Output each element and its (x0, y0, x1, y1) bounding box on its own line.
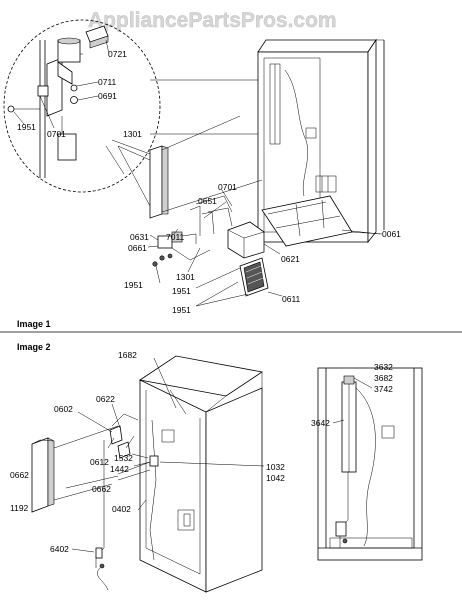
label-1951-mid: 1951 (172, 286, 191, 296)
label-3682: 3682 (374, 373, 393, 383)
detail-inset-circle (3, 19, 161, 193)
part-labels: 0721 0711 0691 1951 0701 1301 0701 0651 … (10, 49, 401, 554)
label-7011: 7011 (166, 232, 185, 242)
label-0701: 0701 (218, 182, 237, 192)
label-0651: 0651 (198, 196, 217, 206)
label-0711: 0711 (98, 77, 117, 87)
refrigerator-back-view (257, 38, 385, 247)
label-0701-inset: 0701 (47, 129, 66, 139)
label-3642: 3642 (311, 418, 330, 428)
watermark-text: AppliancePartsPros.com (88, 9, 337, 32)
label-1301-top: 1301 (123, 129, 142, 139)
label-0602: 0602 (54, 404, 73, 414)
label-0721: 0721 (108, 49, 127, 59)
grille-0611 (239, 257, 269, 297)
inset-assembly (7, 25, 109, 178)
label-1032: 1032 (266, 462, 285, 472)
section-label-image1: Image 1 (17, 319, 51, 329)
label-0622: 0622 (96, 394, 115, 404)
image1-diagram (3, 19, 385, 307)
label-0662-mid: 0662 (92, 484, 111, 494)
label-1042: 1042 (266, 473, 285, 483)
label-0691: 0691 (98, 91, 117, 101)
refrigerator-rear-right (317, 367, 423, 561)
label-1682: 1682 (118, 350, 137, 360)
label-3632: 3632 (374, 362, 393, 372)
label-6402: 6402 (50, 544, 69, 554)
label-1951-bottom: 1951 (172, 305, 191, 315)
label-1532: 1532 (114, 453, 133, 463)
label-1192: 1192 (10, 503, 29, 513)
section-label-image2: Image 2 (17, 342, 51, 352)
label-1442: 1442 (110, 464, 129, 474)
label-3742: 3742 (374, 384, 393, 394)
label-1301-bottom: 1301 (176, 272, 195, 282)
label-0662-left: 0662 (10, 470, 29, 480)
label-1951-left: 1951 (124, 280, 143, 290)
label-0621: 0621 (281, 254, 300, 264)
label-0611: 0611 (282, 294, 301, 304)
label-0661: 0661 (128, 243, 147, 253)
filter-cover (31, 437, 55, 513)
label-1951-inset: 1951 (17, 122, 36, 132)
label-0402: 0402 (112, 504, 131, 514)
refrigerator-rear-left (95, 355, 264, 593)
label-0612: 0612 (90, 457, 109, 467)
label-0631: 0631 (130, 232, 149, 242)
image2-diagram (31, 355, 423, 593)
label-0061: 0061 (382, 229, 401, 239)
